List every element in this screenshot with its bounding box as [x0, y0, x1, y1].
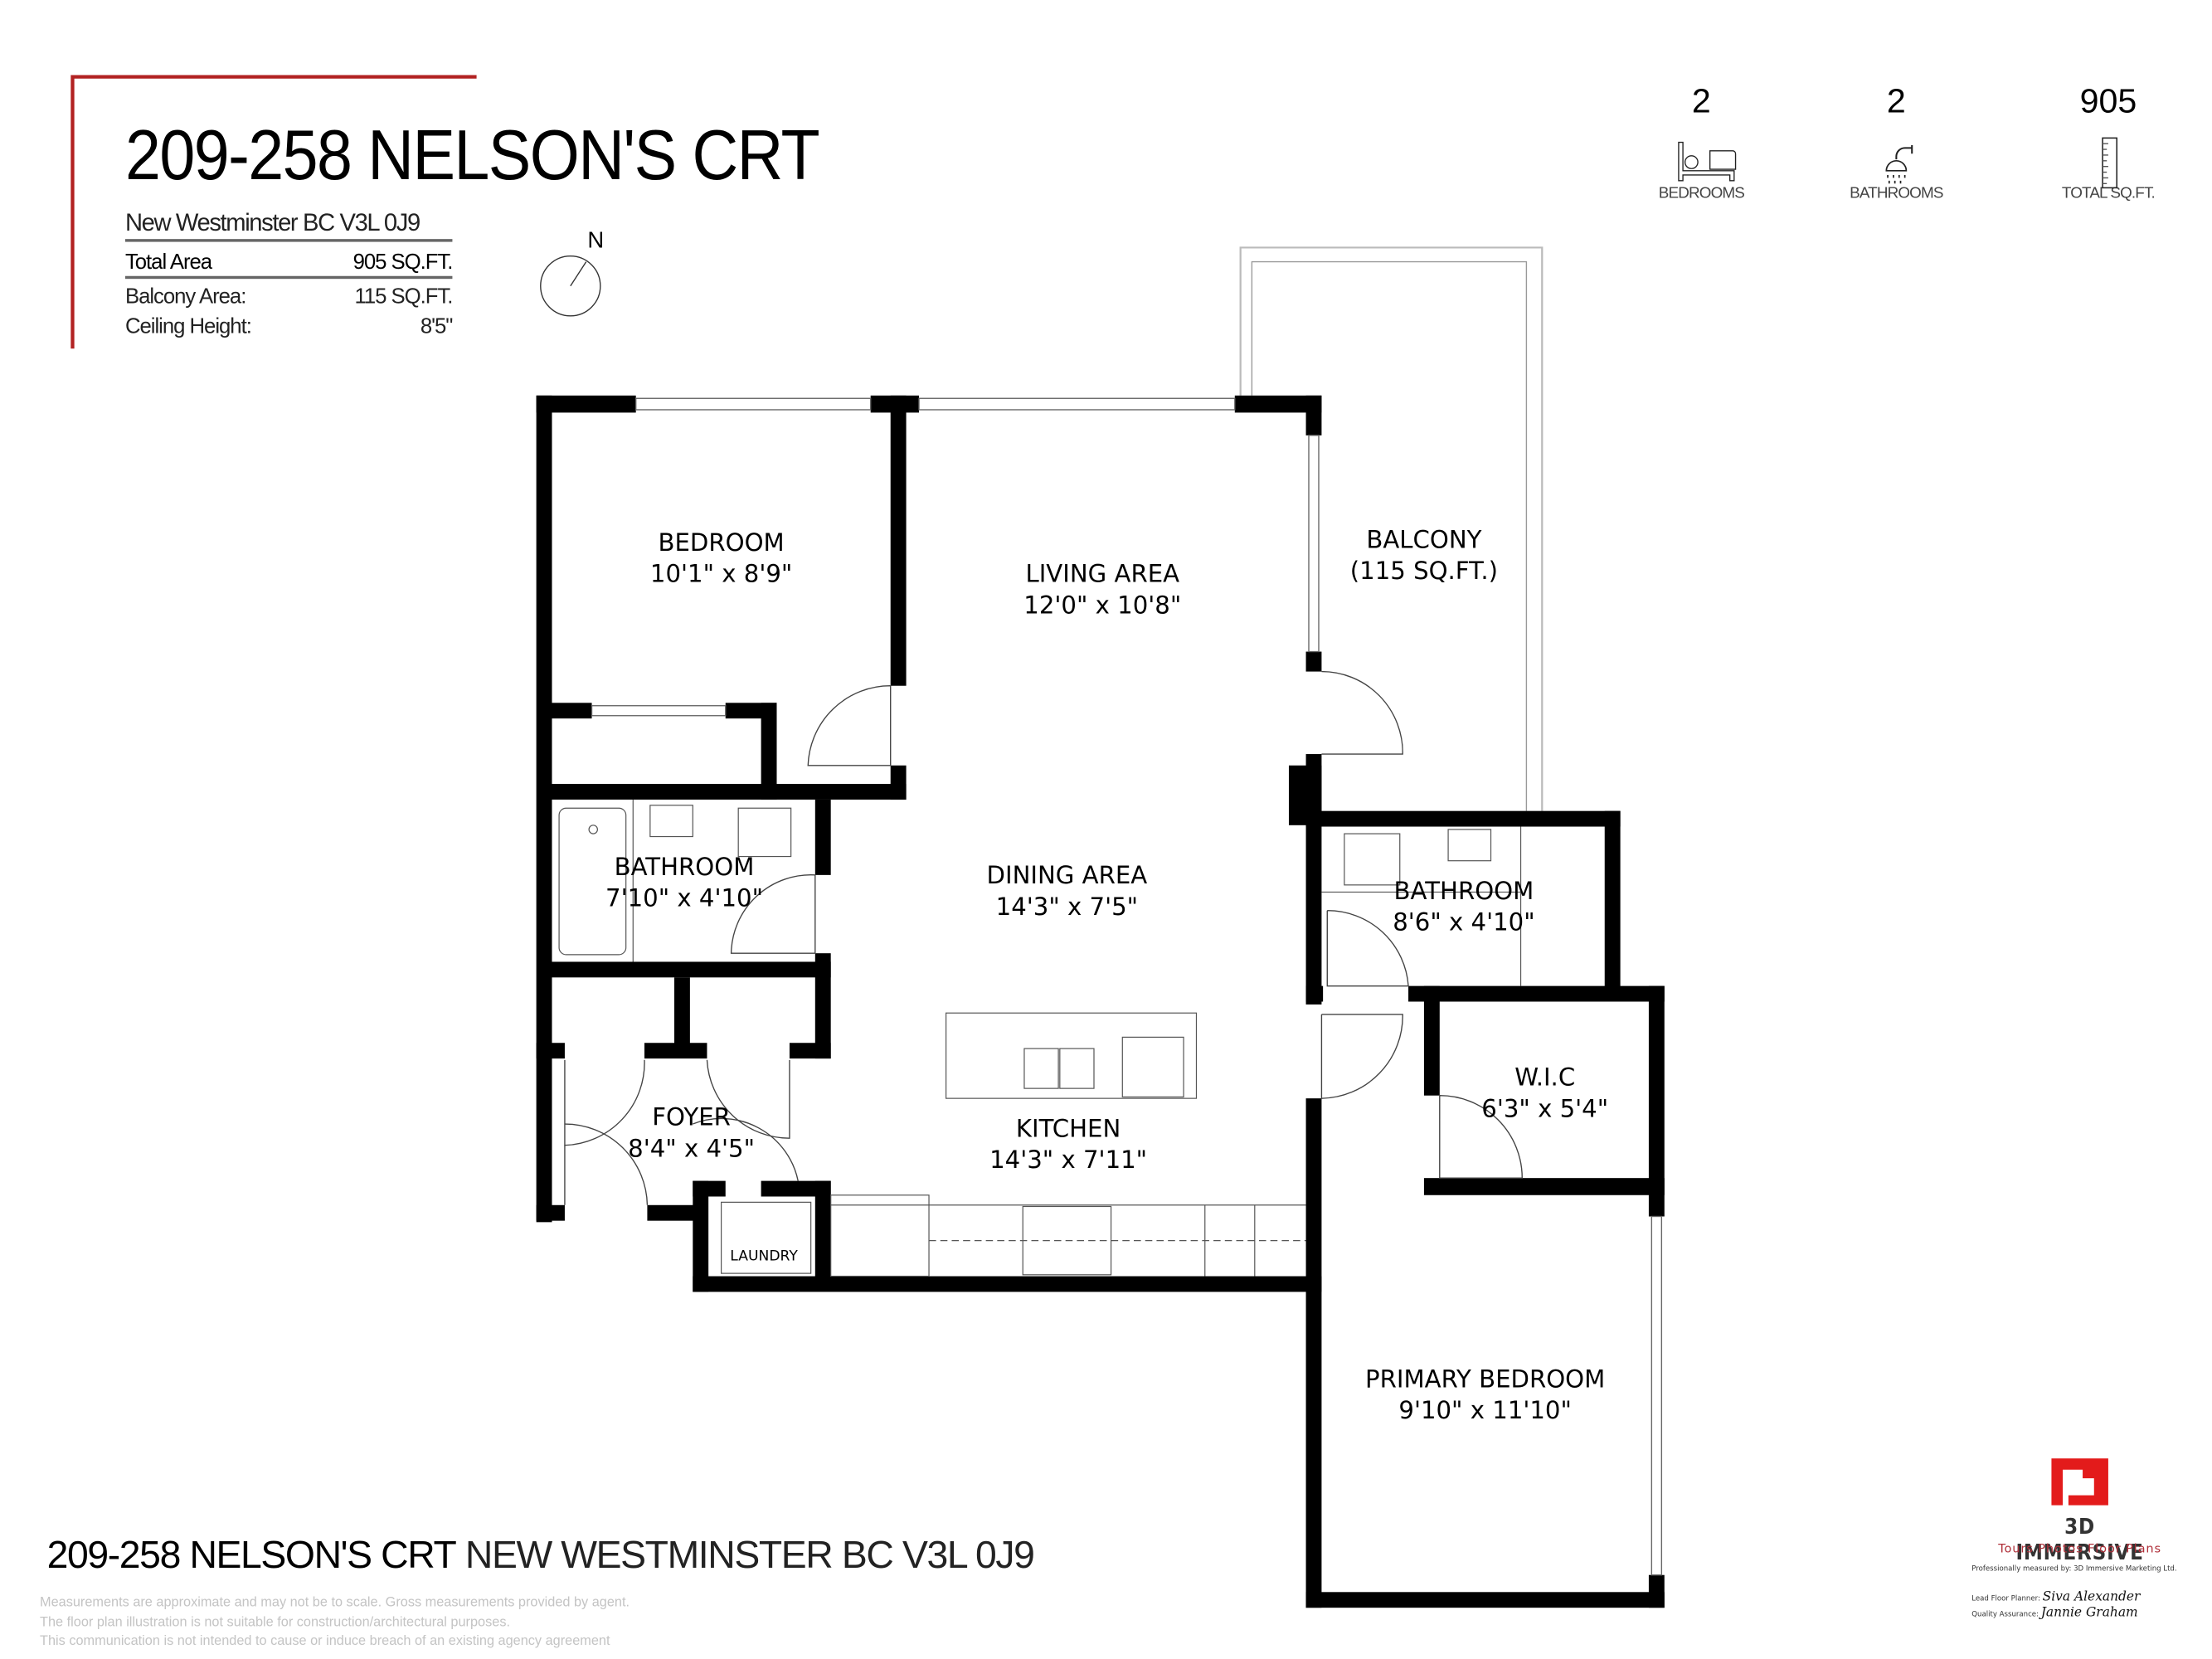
- room-size: (115 SQ.FT.): [1349, 557, 1499, 586]
- stat-label: BEDROOMS: [1658, 184, 1745, 202]
- room-size: 14'3" x 7'5": [995, 893, 1139, 922]
- fixtures: [558, 799, 1522, 1277]
- lead-planner-label: Lead Floor Planner:: [1971, 1594, 2040, 1604]
- room-size: 12'0" x 10'8": [1023, 591, 1182, 620]
- spec-label: Total Area: [124, 250, 212, 275]
- stat-value: 2: [1691, 82, 1711, 121]
- spec-ceiling-height: Ceiling Height: 8'5": [124, 314, 454, 339]
- stat-bedrooms: 2 BEDROOMS: [1616, 82, 1787, 202]
- disclaimer-line: This communication is not intended to ca…: [40, 1633, 610, 1649]
- page-title: 209-258 NELSON'S CRT: [124, 114, 820, 195]
- doors: [564, 670, 1523, 1205]
- room-size: 8'6" x 4'10": [1393, 909, 1535, 938]
- stat-value: 905: [2079, 82, 2137, 121]
- spec-value: 8'5": [420, 314, 454, 339]
- compass-icon: [540, 255, 601, 317]
- lead-planner-signature: Siva Alexander: [2042, 1590, 2141, 1605]
- footer-address-bold: 209-258 NELSON'S CRT: [46, 1533, 457, 1577]
- room-name: LIVING AREA: [1025, 560, 1180, 590]
- spec-value: 115 SQ.FT.: [354, 285, 453, 309]
- spec-balcony-area: Balcony Area: 115 SQ.FT.: [124, 285, 454, 309]
- qa-label: Quality Assurance:: [1971, 1610, 2039, 1619]
- stat-value: 2: [1886, 82, 1906, 121]
- header-accent-frame: [70, 75, 477, 349]
- room-name: DINING AREA: [986, 862, 1148, 891]
- measured-by: Professionally measured by: 3D Immersive…: [1971, 1564, 2177, 1574]
- room-size: 14'3" x 7'11": [989, 1146, 1148, 1175]
- stat-label: TOTAL SQ.FT.: [2061, 184, 2156, 202]
- footer-address-light: NEW WESTMINSTER BC V3L 0J9: [455, 1533, 1035, 1577]
- disclaimer-line: The floor plan illustration is not suita…: [40, 1614, 511, 1631]
- quality-assurance: Quality Assurance: Jannie Graham: [1971, 1606, 2137, 1620]
- room-balcony: BALCONY(115 SQ.FT.): [1350, 525, 1498, 587]
- qa-signature: Jannie Graham: [2040, 1606, 2138, 1621]
- stat-label: BATHROOMS: [1850, 184, 1943, 202]
- room-name: W.I.C: [1514, 1063, 1576, 1093]
- room-size: 7'10" x 4'10": [605, 884, 763, 914]
- room-name: BALCONY: [1366, 526, 1482, 555]
- room-name: BATHROOM: [1393, 878, 1534, 907]
- compass-north-label: N: [587, 229, 605, 254]
- room-size: 6'3" x 5'4": [1481, 1095, 1609, 1125]
- lead-planner: Lead Floor Planner: Siva Alexander: [1971, 1591, 2140, 1605]
- spec-total-area: Total Area 905 SQ.FT.: [124, 250, 454, 280]
- company-logo-name: 3D IMMERSIVE: [2015, 1513, 2144, 1565]
- spec-label: Balcony Area:: [124, 285, 246, 309]
- room-primary-bedroom: PRIMARY BEDROOM 9'10" x 11'10": [1365, 1365, 1605, 1427]
- room-name: PRIMARY BEDROOM: [1365, 1365, 1606, 1394]
- room-name: BEDROOM: [658, 529, 785, 558]
- company-logo-icon: [2051, 1458, 2108, 1506]
- footer-address: 209-258 NELSON'S CRT NEW WESTMINSTER BC …: [46, 1533, 1035, 1578]
- address-subtitle: New Westminster BC V3L 0J9: [124, 209, 453, 242]
- room-size: 10'1" x 8'9": [649, 560, 793, 590]
- ruler-icon: [2102, 137, 2117, 189]
- stat-bathrooms: 2 BATHROOMS: [1811, 82, 1981, 202]
- stat-total-sqft: 905 TOTAL SQ.FT.: [2023, 82, 2194, 202]
- walls: [536, 395, 1665, 1608]
- room-name: BATHROOM: [614, 854, 755, 883]
- windows: [591, 397, 1663, 1576]
- room-size: 8'4" x 4'5": [628, 1135, 756, 1165]
- company-tagline: Tours Photos Floor Plans: [1998, 1542, 2161, 1557]
- disclaimer-line: Measurements are approximate and may not…: [40, 1594, 630, 1611]
- room-name: KITCHEN: [1015, 1115, 1121, 1145]
- room-laundry: LAUNDRY: [730, 1248, 798, 1265]
- spec-label: Ceiling Height:: [124, 314, 252, 339]
- bed-icon: [1678, 141, 1737, 182]
- balcony-outline: [1239, 246, 1544, 811]
- room-size: 9'10" x 11'10": [1398, 1397, 1572, 1426]
- spec-value: 905 SQ.FT.: [352, 250, 454, 275]
- room-name: FOYER: [652, 1103, 731, 1133]
- shower-icon: [1885, 144, 1913, 184]
